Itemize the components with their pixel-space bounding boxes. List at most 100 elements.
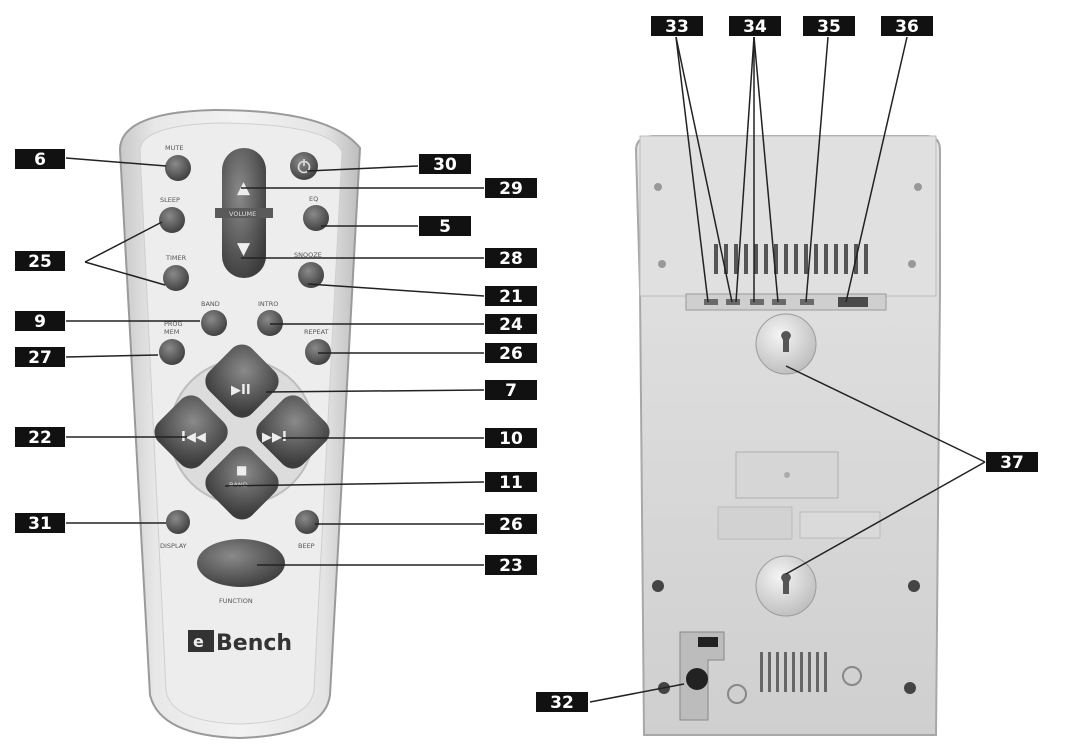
callout-35: 35: [803, 16, 855, 37]
function-label: FUNCTION: [219, 597, 253, 605]
screw-top-right: [914, 183, 922, 191]
unit-back-panel: [634, 135, 941, 736]
svg-text:26: 26: [499, 515, 523, 535]
band-button[interactable]: [201, 310, 227, 336]
mute-button[interactable]: [165, 155, 191, 181]
svg-text:25: 25: [28, 252, 52, 272]
svg-text:e: e: [193, 632, 204, 651]
leader-lines: [65, 36, 986, 703]
transport-pad: [149, 339, 335, 525]
svg-text:34: 34: [743, 17, 767, 37]
svg-text:37: 37: [1000, 453, 1024, 473]
prev-button[interactable]: [149, 390, 234, 475]
bench-logo: e Bench: [188, 630, 292, 656]
callout-26-repeat: 26: [485, 343, 537, 364]
beep-label: BEEP: [298, 542, 315, 550]
callout-22: 22: [15, 427, 65, 448]
intro-button[interactable]: [257, 310, 283, 336]
screw-mid-right: [908, 260, 916, 268]
play-pause-icon: ▶II: [231, 383, 251, 398]
sleep-label: SLEEP: [160, 196, 180, 204]
power-switch[interactable]: [698, 637, 718, 647]
svg-text:26: 26: [499, 344, 523, 364]
eq-label: EQ: [309, 195, 318, 203]
callout-33: 33: [651, 16, 703, 37]
prog-label: PROG: [164, 320, 183, 328]
beep-button[interactable]: [295, 510, 319, 534]
svg-text:32: 32: [550, 693, 574, 713]
mem-label: MEM: [164, 328, 179, 336]
stop-button[interactable]: [200, 440, 285, 525]
svg-text:22: 22: [28, 428, 52, 448]
timer-button[interactable]: [163, 265, 189, 291]
callout-27: 27: [15, 347, 65, 368]
callout-29: 29: [485, 178, 537, 199]
display-button[interactable]: [166, 510, 190, 534]
svg-text:27: 27: [28, 348, 52, 368]
callout-31: 31: [15, 513, 65, 534]
repeat-label: REPEAT: [304, 328, 329, 336]
svg-text:5: 5: [439, 217, 451, 237]
callout-25: 25: [15, 251, 65, 272]
snooze-button[interactable]: [298, 262, 324, 288]
callout-7: 7: [485, 380, 537, 401]
sleep-button[interactable]: [159, 207, 185, 233]
callout-32: 32: [536, 692, 588, 713]
svg-text:9: 9: [34, 312, 46, 332]
brand-text: Bench: [216, 631, 292, 656]
eq-button[interactable]: [303, 205, 329, 231]
warning-sticker: [717, 506, 793, 540]
svg-text:10: 10: [499, 429, 523, 449]
callout-28: 28: [485, 248, 537, 269]
screw-top-left: [654, 183, 662, 191]
upper-keyhole-icon: [781, 331, 791, 352]
foot-right-lower: [904, 682, 916, 694]
callout-9: 9: [15, 311, 65, 332]
svg-text:24: 24: [499, 315, 523, 335]
prog-mem-button[interactable]: [159, 339, 185, 365]
callout-21: 21: [485, 286, 537, 307]
callout-11: 11: [485, 472, 537, 493]
rating-sticker: [799, 511, 881, 539]
next-icon: ▶▶I: [262, 430, 287, 445]
screw-mid-left: [658, 260, 666, 268]
svg-text:23: 23: [499, 556, 523, 576]
callout-10: 10: [485, 428, 537, 449]
intro-label: INTRO: [258, 300, 278, 308]
volume-down-icon[interactable]: ▼: [237, 239, 251, 259]
volume-label-band: [215, 208, 273, 218]
stop-icon: ■: [236, 463, 247, 477]
callout-37: 37: [986, 452, 1038, 473]
play-pause-button[interactable]: [200, 339, 285, 424]
dc-input-jack[interactable]: [686, 668, 708, 690]
prev-icon: I◀◀: [181, 430, 206, 445]
callout-6: 6: [15, 149, 65, 170]
svg-text:11: 11: [499, 473, 523, 493]
display-label: DISPLAY: [160, 542, 187, 550]
function-button[interactable]: [197, 539, 285, 587]
svg-text:21: 21: [499, 287, 523, 307]
svg-text:29: 29: [499, 179, 523, 199]
gear-icon-left: [727, 684, 747, 704]
callout-36: 36: [881, 16, 933, 37]
volume-label: VOLUME: [229, 210, 256, 218]
svg-text:33: 33: [665, 17, 689, 37]
svg-text:6: 6: [34, 150, 46, 170]
svg-text:31: 31: [28, 514, 52, 534]
callout-5: 5: [419, 216, 471, 237]
bottom-vent-grille: [760, 652, 827, 692]
callout-badges: 6 25 9 27 22 31 30 29 5 28 21 24 26 7 10…: [15, 16, 1038, 713]
foot-right-upper: [908, 580, 920, 592]
callout-26-beep: 26: [485, 514, 537, 535]
connector-jacks: [704, 297, 868, 307]
next-button[interactable]: [250, 390, 335, 475]
svg-text:7: 7: [505, 381, 517, 401]
snooze-label: SNOOZE: [294, 251, 322, 259]
callout-23: 23: [485, 555, 537, 576]
repeat-button[interactable]: [305, 339, 331, 365]
callout-30: 30: [419, 154, 471, 175]
svg-text:30: 30: [433, 155, 457, 175]
callout-24: 24: [485, 314, 537, 335]
callout-34: 34: [729, 16, 781, 37]
